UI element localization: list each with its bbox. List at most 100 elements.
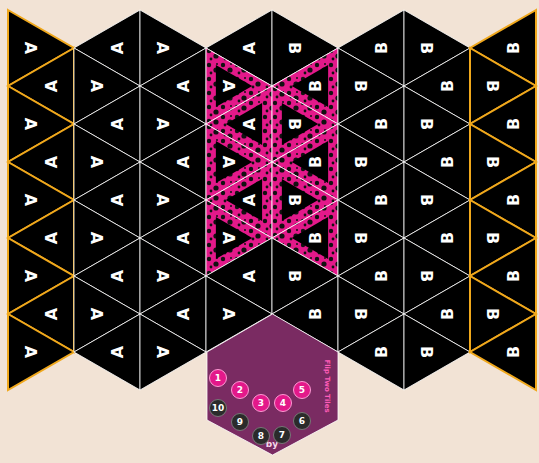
hex-outline: [207, 314, 338, 455]
tile-outline: [404, 314, 470, 390]
tile-outline: [74, 314, 140, 390]
circle-outline: [253, 428, 270, 445]
tile-letter: A: [22, 42, 38, 54]
tile-letter: A: [88, 232, 104, 244]
tile-letter: B: [440, 80, 456, 92]
tile-letter: B: [308, 80, 324, 92]
score-circle: 4: [274, 394, 292, 412]
triangle-shape: [470, 314, 536, 390]
triangle-shape: [140, 314, 206, 390]
score-number: 4: [280, 399, 286, 408]
score-number: 9: [237, 418, 243, 427]
score-number: 2: [237, 386, 243, 395]
tile-triangle: A: [74, 314, 140, 390]
tile-letter: A: [242, 194, 258, 206]
tile-letter: A: [22, 118, 38, 130]
tile-triangle: B: [404, 314, 470, 390]
tile-letter: A: [220, 80, 236, 92]
tile-letter: B: [374, 118, 390, 130]
tile-letter: B: [374, 270, 390, 282]
tile-letter: B: [308, 232, 324, 244]
score-circle: 10: [209, 399, 227, 417]
score-circle: 8: [252, 427, 270, 445]
tile-triangle: B: [338, 314, 404, 390]
score-circle: 2: [231, 381, 249, 399]
tile-triangle: A: [8, 314, 74, 390]
tile-letter: A: [176, 308, 192, 320]
score-number: 3: [258, 399, 264, 408]
tile-letter: B: [440, 232, 456, 244]
tile-letter: B: [308, 156, 324, 168]
tile-letter: A: [154, 194, 170, 206]
tile-letter: A: [44, 308, 60, 320]
tile-letter: A: [110, 270, 126, 282]
tile-letter: B: [484, 308, 500, 320]
tile-letter: B: [418, 42, 434, 54]
tile-letter: A: [44, 156, 60, 168]
tile-letter: B: [418, 118, 434, 130]
tile-letter: B: [374, 194, 390, 206]
circle-outline: [210, 400, 227, 417]
triangle-shape: [74, 314, 140, 390]
score-circle: 1: [209, 369, 227, 387]
hex-shape: [207, 314, 338, 455]
tile-outline: [338, 314, 404, 390]
tile-letter: B: [484, 232, 500, 244]
tile-letter: A: [154, 270, 170, 282]
tile-letter: A: [220, 232, 236, 244]
circle-outline: [232, 414, 249, 431]
score-circle: 3: [252, 394, 270, 412]
score-piece: Flip Two Tilesby12345109876: [207, 314, 338, 455]
tile-letter: A: [110, 346, 126, 358]
tile-letter: B: [418, 270, 434, 282]
tile-letter: A: [22, 270, 38, 282]
score-number: 5: [299, 386, 305, 395]
circle-outline: [294, 382, 311, 399]
tile-letter: A: [44, 80, 60, 92]
tile-letter: A: [176, 232, 192, 244]
score-number: 6: [299, 417, 305, 426]
tile-letter: A: [44, 232, 60, 244]
tile-letter: A: [88, 156, 104, 168]
tile-letter: A: [154, 346, 170, 358]
tile-letter: A: [242, 270, 258, 282]
circle-outline: [210, 370, 227, 387]
tile-outline: [470, 314, 536, 390]
triangle-shape: [8, 314, 74, 390]
circle-outline: [253, 395, 270, 412]
tile-letter: A: [110, 118, 126, 130]
circle-outline: [232, 382, 249, 399]
score-circle: 5: [293, 381, 311, 399]
score-circle: 7: [273, 426, 291, 444]
tile-letter: A: [88, 308, 104, 320]
tile-letter: A: [154, 42, 170, 54]
tile-letter: A: [242, 42, 258, 54]
score-number: 1: [215, 374, 221, 383]
triangle-shape: [404, 314, 470, 390]
score-number: 8: [258, 432, 264, 441]
tile-letter: A: [176, 156, 192, 168]
score-circle: 9: [231, 413, 249, 431]
tile-letter: B: [484, 80, 500, 92]
circle-outline: [294, 413, 311, 430]
score-number: 10: [212, 404, 225, 413]
tile-letter: B: [506, 118, 522, 130]
tile-letter: B: [440, 308, 456, 320]
score-circle: 6: [293, 412, 311, 430]
tile-letter: B: [308, 308, 324, 320]
tile-letter: B: [352, 308, 368, 320]
tile-letter: A: [176, 80, 192, 92]
tile-letter: A: [220, 308, 236, 320]
tile-letter: B: [440, 156, 456, 168]
tile-letter: B: [418, 194, 434, 206]
tile-letter: A: [22, 194, 38, 206]
tile-letter: B: [352, 80, 368, 92]
tile-letter: B: [506, 42, 522, 54]
triangle-shape: [338, 314, 404, 390]
tile-letter: A: [88, 80, 104, 92]
tile-letter: A: [110, 42, 126, 54]
circle-outline: [274, 427, 291, 444]
tile-letter: A: [220, 156, 236, 168]
tile-letter: A: [22, 346, 38, 358]
